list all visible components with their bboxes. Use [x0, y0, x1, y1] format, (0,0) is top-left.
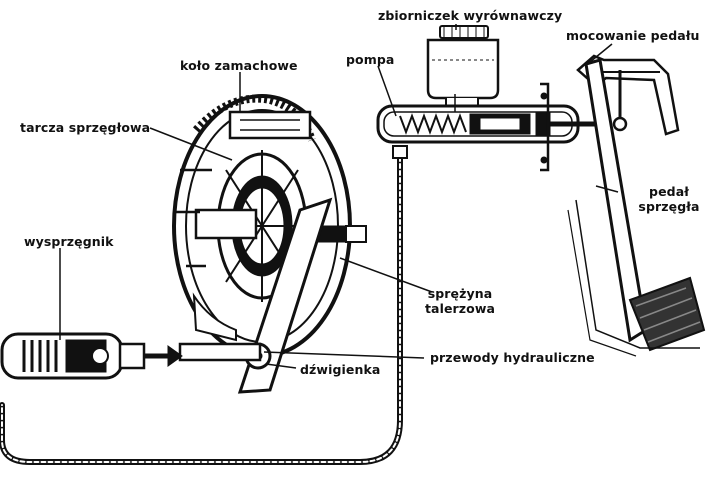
label-hydraulic-lines: przewody hydrauliczne: [430, 350, 595, 365]
hydraulic-line: [0, 145, 408, 465]
label-pump: pompa: [346, 52, 395, 67]
label-spring-line2: talerzowa: [424, 301, 496, 316]
lever-part: [178, 197, 333, 394]
label-reservoir: zbiorniczek wyrównawczy: [378, 8, 563, 23]
label-pedal-line1: pedał: [649, 184, 689, 199]
label-diaphragm-spring: sprężyna talerzowa: [418, 286, 502, 316]
label-pedal-mount: mocowanie pedału: [566, 28, 700, 43]
label-clutch-disc: tarcza sprzęgłowa: [20, 120, 151, 135]
label-pedal-line2: sprzęgła: [638, 199, 700, 214]
pump-part: [376, 82, 600, 172]
pedal-assembly: [567, 54, 706, 357]
flywheel-part: [172, 94, 367, 358]
reservoir-part: [426, 25, 500, 109]
leader-lines: [59, 24, 619, 369]
label-lever: dźwigienka: [300, 362, 381, 377]
label-pedal: pedał sprzęgła: [630, 184, 708, 214]
label-flywheel: koło zamachowe: [180, 58, 298, 73]
label-spring-line1: sprężyna: [427, 286, 493, 301]
slave-cylinder-part: [0, 332, 183, 380]
label-slave-cylinder: wysprzęgnik: [24, 234, 114, 249]
